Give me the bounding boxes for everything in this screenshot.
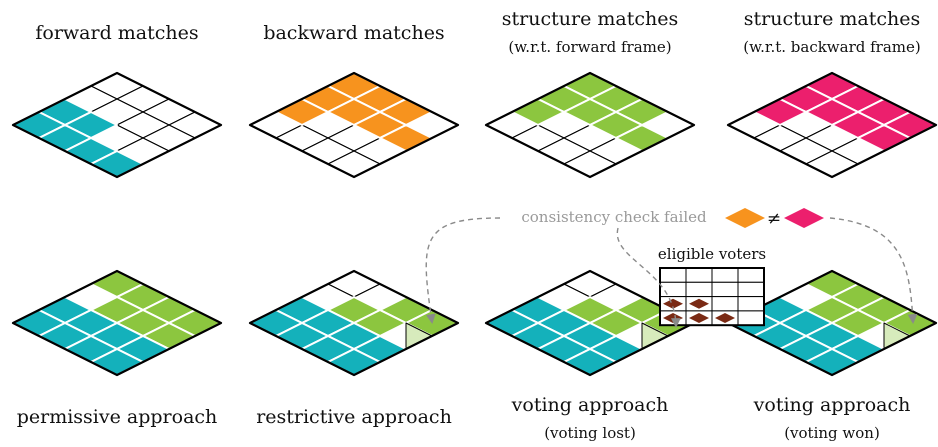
restrictive-grid <box>248 269 460 377</box>
voter-cell <box>711 267 739 283</box>
voter-cell <box>685 281 713 298</box>
voter-cell <box>659 281 687 298</box>
backward-grid <box>248 71 460 179</box>
label-voting-won: voting approach <box>753 394 911 416</box>
label-consistency-check: consistency check failed <box>521 208 707 226</box>
structure-forward-grid <box>484 71 696 179</box>
voter-cell <box>737 267 765 283</box>
grid-outline <box>726 71 938 179</box>
grid-outline <box>11 269 223 377</box>
label-structure-forward-sub: (w.r.t. forward frame) <box>508 38 672 56</box>
voter-cell <box>737 296 765 312</box>
consistency-arrow-left <box>425 217 501 324</box>
structure-backward-grid <box>726 71 938 179</box>
label-structure-forward: structure matches <box>501 8 679 30</box>
voter-mark <box>715 313 735 324</box>
label-voting-lost: voting approach <box>511 394 669 416</box>
voter-cell <box>659 267 687 283</box>
voter-cell <box>711 296 739 312</box>
voter-mark <box>663 298 683 309</box>
voting-won-grid <box>726 269 938 377</box>
label-voting-won-sub: (voting won) <box>784 424 880 442</box>
voter-cell <box>711 281 739 298</box>
forward-grid <box>11 71 223 179</box>
voter-cell <box>737 281 765 298</box>
label-structure-backward: structure matches <box>743 8 921 30</box>
eligible-voters-grid <box>659 267 765 327</box>
label-voting-lost-sub: (voting lost) <box>544 424 636 442</box>
label-restrictive-approach: restrictive approach <box>256 406 452 428</box>
voter-mark <box>689 313 709 324</box>
orange-diamond-icon <box>725 208 765 228</box>
voting-lost-grid <box>484 269 696 377</box>
voter-mark <box>689 298 709 309</box>
label-structure-backward-sub: (w.r.t. backward frame) <box>743 38 921 56</box>
grid-outline <box>484 71 696 179</box>
eligible-voters-outline <box>659 267 765 327</box>
label-eligible-voters: eligible voters <box>657 245 767 263</box>
not-equal-sign: ≠ <box>767 209 781 229</box>
permissive-grid <box>11 269 223 377</box>
voter-cell <box>685 267 713 283</box>
label-forward-matches: forward matches <box>35 22 199 44</box>
grid-outline <box>248 71 460 179</box>
voter-cell <box>737 310 765 326</box>
voters-arrow <box>616 227 681 328</box>
label-backward-matches: backward matches <box>263 22 445 44</box>
label-permissive-approach: permissive approach <box>16 406 218 428</box>
grid-outline <box>11 71 223 179</box>
pink-diamond-icon <box>784 208 824 228</box>
grid-outline <box>248 269 460 377</box>
